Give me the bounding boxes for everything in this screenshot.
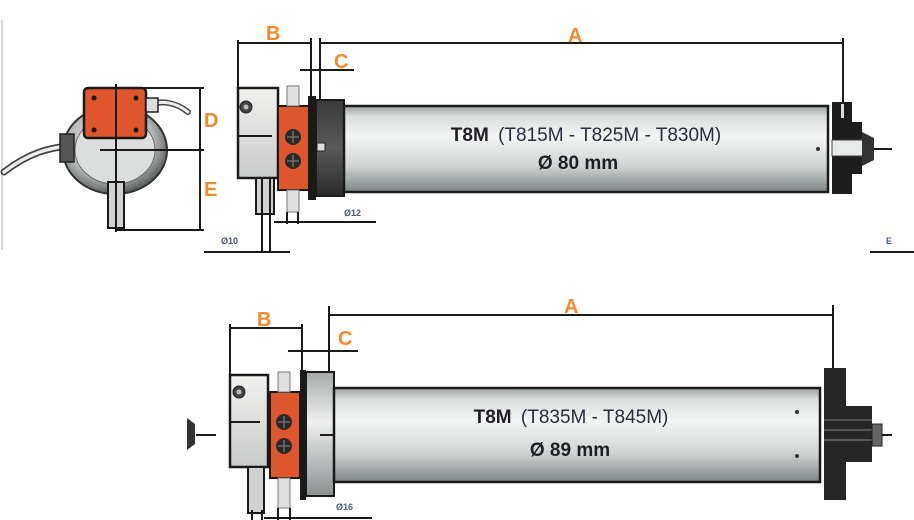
- top-motor-title: T8M (T815M - T825M - T830M): [451, 125, 721, 146]
- edge-label: E: [886, 236, 892, 246]
- bottom-dim-label-b: B: [257, 309, 271, 331]
- bottom-model-bold: T8M: [474, 407, 512, 428]
- top-dim-label-a: A: [568, 25, 582, 47]
- bottom-motor-title: T8M (T835M - T845M): [474, 407, 669, 428]
- shaft-dim-16: Ø16: [336, 502, 353, 512]
- bottom-motor: B C A: [187, 296, 892, 520]
- shaft-dim-10: Ø10: [221, 236, 238, 246]
- dim-label-e: E: [204, 179, 217, 201]
- top-motor: B C A: [204, 23, 914, 253]
- dim-label-d: D: [204, 110, 218, 132]
- top-diameter: Ø 80 mm: [538, 153, 618, 174]
- bottom-model-list: (T835M - T845M): [521, 407, 668, 428]
- bottom-dim-label-c: C: [338, 328, 352, 350]
- top-dim-label-c: C: [334, 51, 348, 73]
- top-model-bold: T8M: [451, 125, 489, 146]
- bottom-diameter: Ø 89 mm: [530, 440, 610, 461]
- bottom-dim-label-a: A: [564, 296, 578, 318]
- end-view: D E: [0, 84, 218, 232]
- top-dim-label-b: B: [266, 23, 280, 45]
- top-model-list: (T815M - T825M - T830M): [498, 125, 721, 146]
- shaft-dim-12: Ø12: [344, 208, 361, 218]
